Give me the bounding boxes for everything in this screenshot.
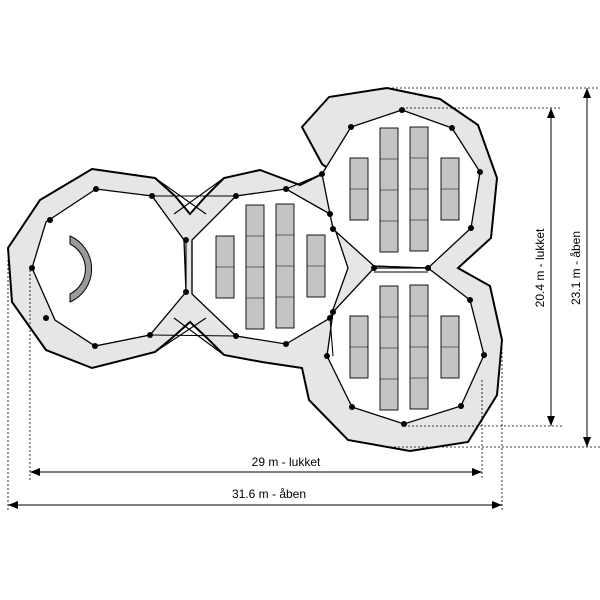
connector-wall xyxy=(149,334,237,337)
tent-post xyxy=(283,341,289,347)
tent-post xyxy=(47,217,53,223)
tent-post xyxy=(330,309,336,315)
dimension-width-closed: 29 m - lukket xyxy=(30,455,482,476)
arrow-left-icon xyxy=(8,501,18,509)
connector-wall xyxy=(173,177,225,215)
arrow-down-icon xyxy=(583,437,591,447)
connector-wall xyxy=(154,177,207,215)
tent-center-module-inner xyxy=(191,188,349,345)
tent-left-module-inner xyxy=(31,188,187,347)
tent-post xyxy=(425,265,431,271)
height-open-label: 23.1 m - åben xyxy=(569,231,583,305)
bench-rows-lower-right xyxy=(349,284,460,411)
connector-wall xyxy=(173,317,225,356)
tent-post xyxy=(92,343,98,349)
tent-post xyxy=(327,315,333,321)
tent-post xyxy=(147,332,153,338)
tent-outline-inner xyxy=(31,109,485,425)
tent-post xyxy=(481,352,487,358)
tent-post xyxy=(477,169,483,175)
tent-post xyxy=(349,404,355,410)
tent-post xyxy=(467,297,473,303)
arrow-right-icon xyxy=(472,468,482,476)
tent-post xyxy=(319,171,325,177)
tent-post xyxy=(468,225,474,231)
tent-post xyxy=(183,237,189,243)
stage xyxy=(69,235,93,303)
dimension-width-open: 31.6 m - åben xyxy=(8,487,502,509)
arrow-right-icon xyxy=(492,501,502,509)
tent-post xyxy=(324,353,330,359)
arrow-left-icon xyxy=(30,468,40,476)
tent-post xyxy=(348,124,354,130)
tent-post xyxy=(43,315,49,321)
tent-post xyxy=(330,226,336,232)
tent-posts xyxy=(29,107,487,427)
tent-post xyxy=(149,193,155,199)
tent-post xyxy=(458,403,464,409)
bench-rows-upper-right xyxy=(349,126,460,253)
tent-post xyxy=(233,193,239,199)
tent-lower-right-module-inner xyxy=(326,267,485,425)
connector-wall xyxy=(329,317,334,357)
bench-rows-center xyxy=(215,203,326,330)
connector-wall xyxy=(154,317,207,353)
arrow-up-icon xyxy=(583,88,591,98)
tent-post xyxy=(401,421,407,427)
tent-post xyxy=(233,333,239,339)
tent-post xyxy=(371,265,377,271)
connector-wall xyxy=(285,173,323,190)
width-closed-label: 29 m - lukket xyxy=(252,455,321,469)
height-closed-label: 20.4 m - lukket xyxy=(533,228,547,307)
tent-post xyxy=(183,289,189,295)
tent-post xyxy=(29,265,35,271)
tent-post xyxy=(399,107,405,113)
tent-post xyxy=(449,125,455,131)
tent-post xyxy=(327,211,333,217)
tent-post xyxy=(93,186,99,192)
arrow-up-icon xyxy=(547,108,555,118)
tent-post xyxy=(283,186,289,192)
dimension-height-open: 23.1 m - åben xyxy=(569,88,591,447)
dimension-height-closed: 20.4 m - lukket xyxy=(533,108,555,426)
dimension-extension-lines xyxy=(7,87,600,510)
module-divider xyxy=(373,265,429,269)
arrow-down-icon xyxy=(547,416,555,426)
width-open-label: 31.6 m - åben xyxy=(232,487,306,501)
